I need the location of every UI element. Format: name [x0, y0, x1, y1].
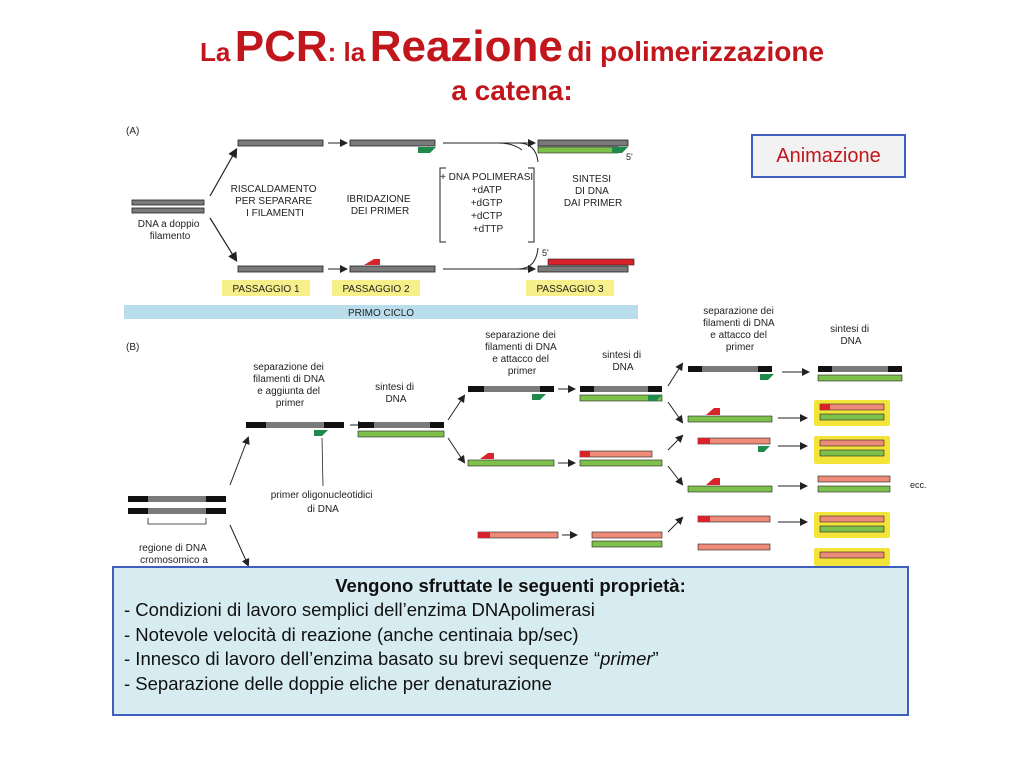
sep-attach-1-label: separazione dei filamenti di DNA e attac…	[485, 330, 559, 377]
synth-label: SINTESI DI DNA DAI PRIMER	[564, 174, 622, 209]
title-reazione: Reazione	[369, 22, 563, 71]
primer-red-step2	[364, 259, 380, 265]
strand-top-step1	[237, 139, 324, 147]
property-2: - Notevole velocità di reazione (anche c…	[124, 623, 579, 645]
strand-top-step2	[349, 139, 436, 147]
step1-badge	[222, 280, 310, 296]
sep-add-label: separazione dei filamenti di DNA e aggiu…	[253, 362, 327, 409]
animation-button[interactable]: Animazione	[751, 134, 906, 178]
b1-primer	[314, 430, 328, 436]
arrow-b-up	[229, 436, 250, 486]
new-red-strand-step3	[547, 258, 635, 266]
arrow-b-down	[229, 524, 250, 567]
title-colon-la: : la	[327, 37, 366, 67]
properties-heading: Vengono sfruttate le seguenti proprietà:	[335, 575, 686, 596]
primer-green-step2	[418, 147, 436, 153]
curve-bottom	[443, 247, 539, 270]
curve-top	[443, 142, 539, 163]
five-prime-top: 5'	[626, 152, 633, 162]
step1-label: PASSAGGIO 1	[232, 284, 299, 295]
reagent-bracket-right	[528, 167, 535, 243]
step3-badge	[526, 280, 614, 296]
property-3: - Innesco di lavoro dell’enzima basato s…	[124, 648, 659, 670]
title-line2: a catena:	[451, 74, 573, 106]
title-rest: di polimerizzazione	[567, 36, 825, 67]
panel-a-label: (A)	[126, 126, 139, 137]
title-pcr: PCR	[234, 22, 328, 71]
step3-label: PASSAGGIO 3	[536, 284, 603, 295]
property-4: - Separazione delle doppie eliche per de…	[124, 672, 552, 694]
five-prime-bottom: 5'	[542, 248, 549, 258]
synth2-label: sintesi di DNA	[602, 350, 644, 373]
reagent-bracket-left	[439, 167, 446, 243]
strand-top-step3	[537, 139, 629, 147]
title-la: La	[199, 37, 231, 67]
cycle3-rows: ecc.	[687, 366, 927, 566]
arrow-down	[209, 217, 238, 263]
strand-bottom-step2	[349, 265, 436, 273]
sep-attach-2-label: separazione dei filamenti di DNA e attac…	[703, 306, 777, 353]
step2-label: PASSAGGIO 2	[342, 284, 409, 295]
panel-b-label: (B)	[126, 342, 139, 353]
first-cycle-bar	[124, 305, 638, 319]
chromosomal-dna	[128, 496, 226, 525]
synth3-label: sintesi di DNA	[830, 324, 872, 347]
region-label: regione di DNA cromosomico a	[139, 543, 209, 566]
strand-bottom-step3	[537, 265, 629, 273]
arrow-up	[209, 147, 238, 197]
ecc-label: ecc.	[910, 480, 927, 490]
slide-title: La PCR: la Reazione di polimerizzazione …	[0, 22, 1024, 107]
b2-new-strand	[357, 430, 445, 438]
dna-double-label: DNA a doppio filamento	[138, 219, 203, 242]
properties-box: Vengono sfruttate le seguenti proprietà:…	[112, 566, 909, 716]
primer-oligo-label: primer oligonucleotidici di DNA	[271, 490, 376, 515]
hybrid-label: IBRIDAZIONE DEI PRIMER	[347, 194, 414, 217]
reagents-list: + DNA POLIMERASI +dATP +dGTP +dCTP +dTTP	[440, 172, 536, 235]
first-cycle-label: PRIMO CICLO	[348, 308, 414, 319]
property-1: - Condizioni di lavoro semplici dell’enz…	[124, 599, 595, 621]
new-green-strand-step3	[537, 146, 619, 154]
double-strand-dna	[131, 199, 205, 214]
strand-bottom-step1	[237, 265, 324, 273]
step2-badge	[332, 280, 420, 296]
synth1-label: sintesi di DNA	[375, 382, 417, 405]
heat-label: RISCALDAMENTO PER SEPARARE I FILAMENTI	[231, 184, 320, 219]
pcr-diagram: (A) DNA a doppio filamento RISCALDAMENTO…	[124, 126, 927, 567]
